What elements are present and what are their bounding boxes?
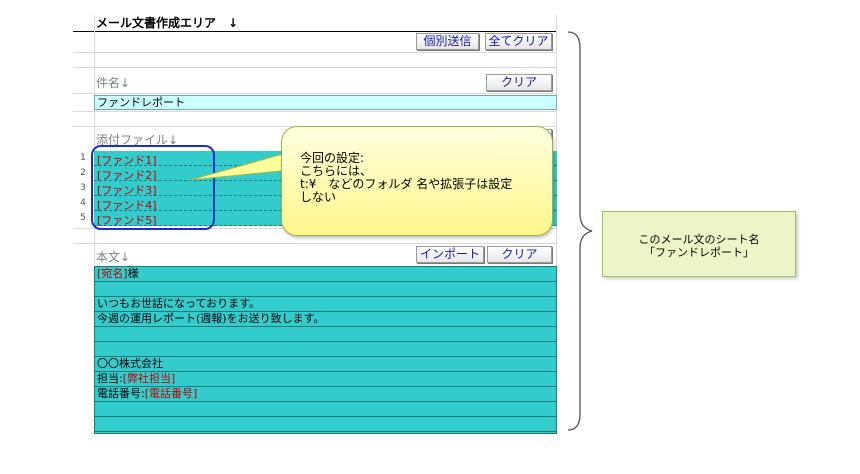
phone-prefix: 電話番号: (97, 387, 145, 400)
contact-prefix: 担当: (97, 372, 123, 385)
phone-placeholder: [電話番号] (144, 387, 198, 400)
body-line-9: 電話番号:[電話番号] (97, 386, 197, 401)
row-number: 4 (80, 198, 86, 208)
attachment-placeholder: [ファンド1] (97, 154, 157, 167)
attachment-placeholder: [ファンド4] (97, 199, 157, 212)
attachment-placeholder: [ファンド3] (97, 184, 157, 197)
area-title: メール文書作成エリア ↓ (96, 16, 239, 30)
grid-line (73, 93, 557, 94)
note-line: 「ファンドレポート」 (644, 246, 754, 259)
callout-line: しない (300, 190, 337, 204)
subject-label: 件名↓ (96, 76, 131, 90)
subject-field[interactable]: ファンドレポート (94, 95, 557, 110)
body-label: 本文↓ (96, 250, 131, 264)
body-line-1: [宛名]様 (97, 266, 139, 281)
body-line-8: 担当:[弊社担当] (97, 371, 175, 386)
row-number: 2 (80, 168, 86, 178)
note-line: このメール文のシート名 (638, 233, 760, 246)
row-number: 5 (80, 213, 86, 223)
callout-line: t:¥ などのフォルダ 名や拡張子は設定 (300, 177, 513, 191)
row-number: 1 (80, 153, 86, 163)
callout-line: 今回の設定: (300, 151, 365, 165)
grid-line (73, 52, 557, 53)
send-individual-button[interactable]: 個別送信 (416, 33, 479, 50)
body-textarea[interactable] (94, 266, 557, 434)
brace-icon (567, 31, 593, 431)
body-clear-button[interactable]: クリア (487, 246, 552, 263)
grid-line (73, 243, 557, 244)
grid-line (73, 111, 557, 112)
contact-placeholder: [弊社担当] (122, 372, 176, 385)
subject-clear-button[interactable]: クリア (486, 74, 552, 91)
attachments-highlight (91, 145, 215, 230)
callout-bubble: 今回の設定: こちらには、 t:¥ などのフォルダ 名や拡張子は設定 しない (281, 126, 553, 236)
attachment-placeholder: [ファンド2] (97, 169, 157, 182)
grid-line (73, 67, 557, 68)
sheet-name-note: このメール文のシート名 「ファンドレポート」 (602, 211, 796, 277)
attachment-placeholder: [ファンド5] (97, 214, 157, 227)
row-number: 3 (80, 183, 86, 193)
callout-line: こちらには、 (300, 164, 373, 178)
import-button[interactable]: インポート (416, 246, 484, 263)
attachments-label: 添付ファイル↓ (96, 133, 179, 147)
body-line-7: 〇〇株式会社 (97, 357, 163, 370)
header-underline (73, 31, 557, 32)
body-line-3: いつもお世話になっております。 (97, 297, 261, 310)
recipient-placeholder: [宛名] (97, 267, 128, 280)
recipient-suffix: 様 (127, 267, 139, 280)
clear-all-button[interactable]: 全てクリア (485, 33, 552, 50)
body-line-4: 今週の運用レポート(週報)をお送り致します。 (97, 312, 325, 325)
callout-pointer-join (282, 152, 286, 170)
